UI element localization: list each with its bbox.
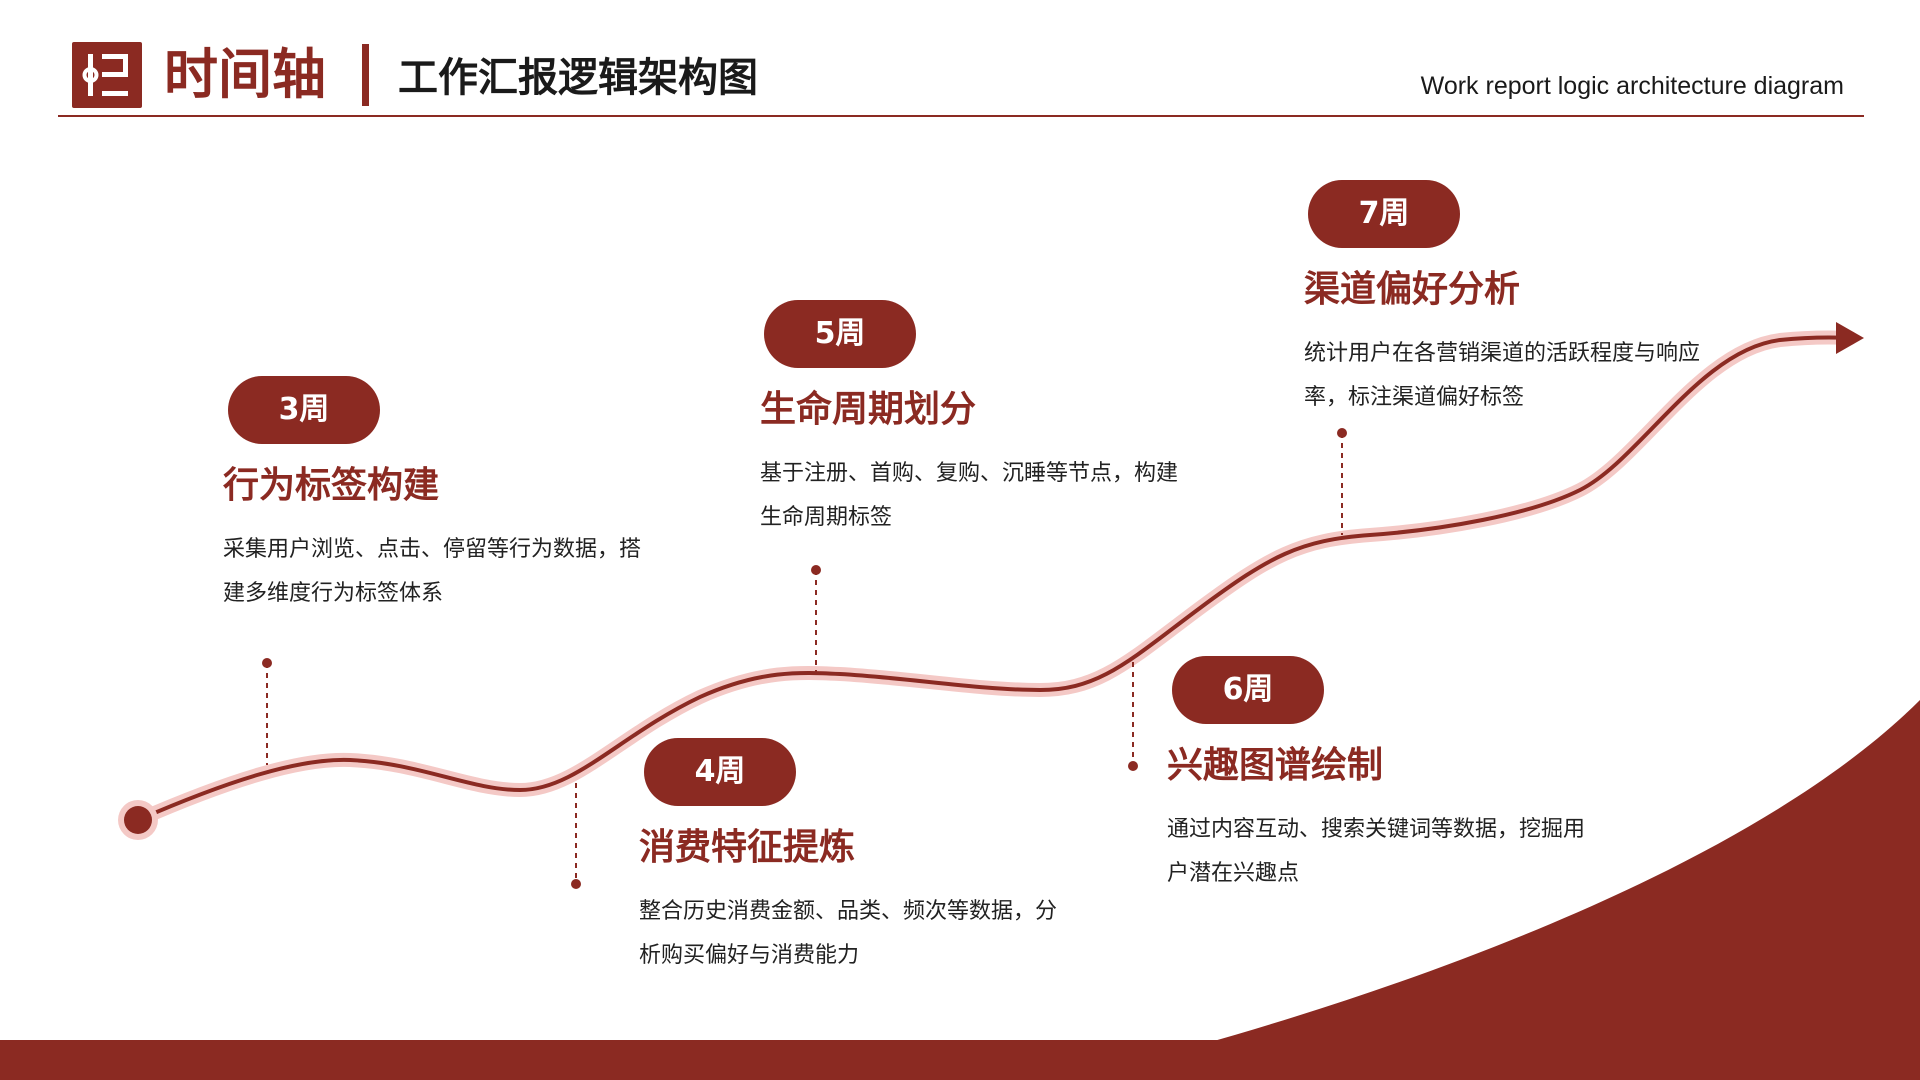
footer-bar [0,1040,1920,1080]
step-description: 采集用户浏览、点击、停留等行为数据，搭建多维度行为标签体系 [223,537,642,606]
step-title: 消费特征提炼 [639,827,856,868]
timeline-start-dot [124,806,152,834]
connector-dot [1337,428,1347,438]
step-description: 基于注册、首购、复购、沉睡等节点，构建生命周期标签 [760,461,1179,530]
connector-dot [262,658,272,668]
week-badge: 6周 [1172,656,1324,724]
corner-wave-decoration [1200,700,1920,1045]
timeline-curve [136,335,1852,822]
connector-dot [1128,761,1138,771]
page-title: 时间轴 [164,43,326,106]
week-badge: 4周 [644,738,796,806]
step-title: 渠道偏好分析 [1304,269,1521,310]
step-description: 通过内容互动、搜索关键词等数据，挖掘用户潜在兴趣点 [1167,817,1586,886]
step-description: 统计用户在各营销渠道的活跃程度与响应率，标注渠道偏好标签 [1304,341,1701,410]
timeline-logo-icon [72,42,142,108]
step-title: 兴趣图谱绘制 [1167,745,1384,786]
week-badge: 7周 [1308,180,1460,248]
connector-dot [811,565,821,575]
header-rule [58,115,1864,117]
timeline-arrow-head [1836,322,1864,354]
title-divider [362,44,369,106]
english-subtitle: Work report logic architecture diagram [1420,72,1844,100]
step-description: 整合历史消费金额、品类、频次等数据，分析购买偏好与消费能力 [639,899,1058,968]
week-badge: 3周 [228,376,380,444]
page-subtitle: 工作汇报逻辑架构图 [398,55,758,101]
week-badge: 5周 [764,300,916,368]
connector-dot [571,879,581,889]
step-title: 生命周期划分 [760,389,977,430]
step-title: 行为标签构建 [223,465,440,506]
